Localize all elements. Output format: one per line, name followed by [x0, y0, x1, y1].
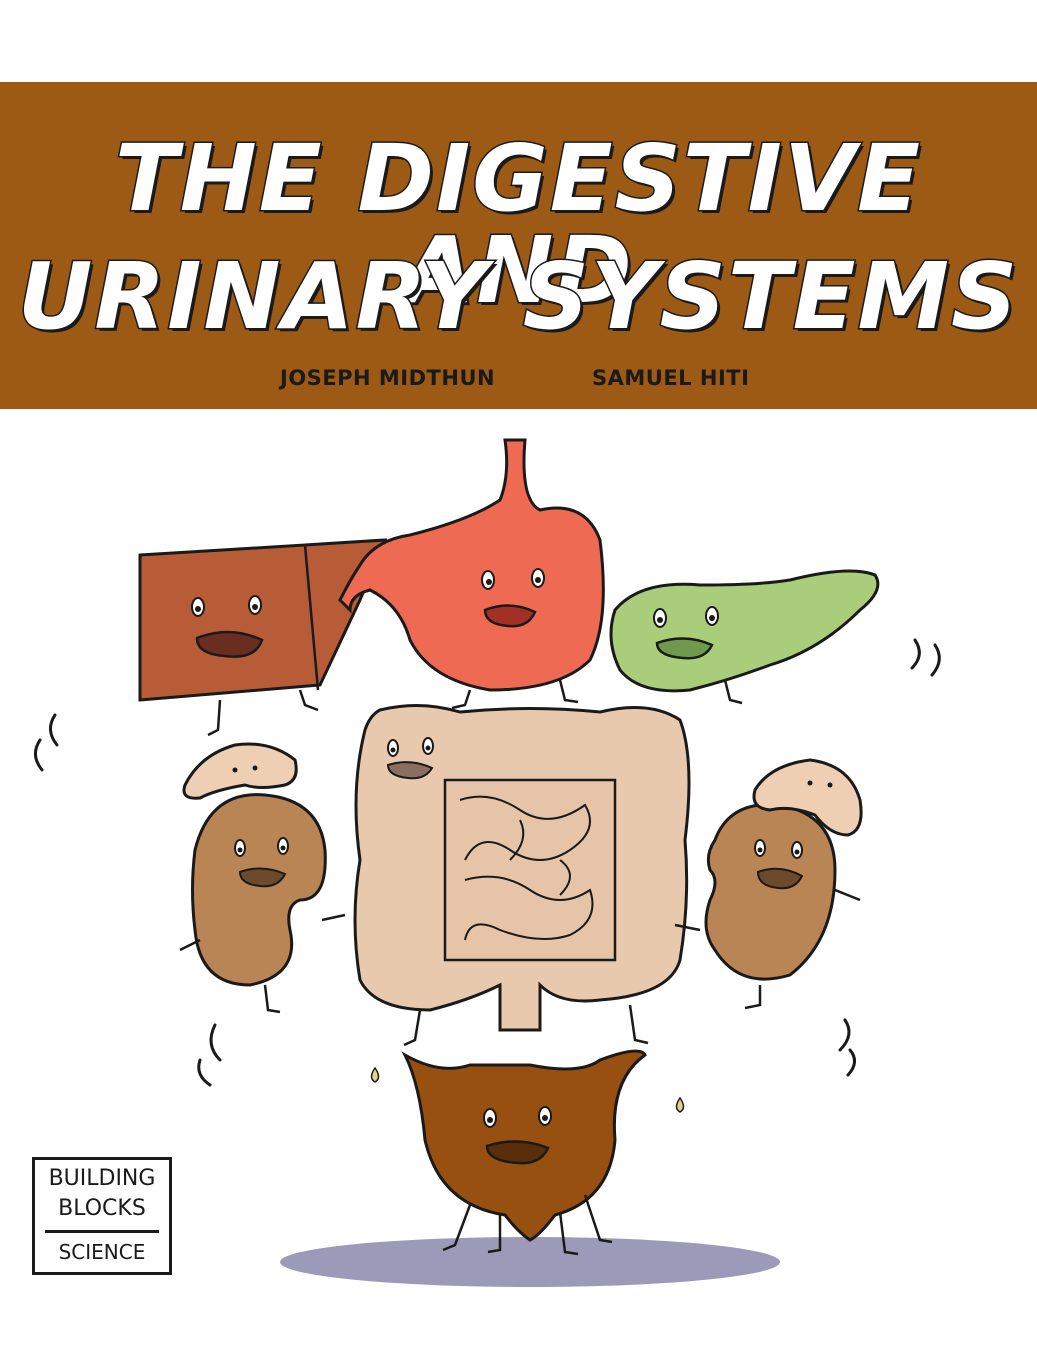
- adrenal-icon: [752, 758, 863, 837]
- title-line-2: URINARY SYSTEMS: [16, 243, 1020, 350]
- stomach-icon: [338, 438, 605, 710]
- pancreas-icon: [609, 569, 880, 705]
- title-line-1: THE DIGESTIVE AND: [114, 125, 922, 324]
- adrenal-icon: [182, 742, 298, 800]
- series-line-1: BUILDING: [48, 1166, 156, 1191]
- bladder-icon: [370, 1049, 685, 1256]
- series-logo: BUILDING BLOCKS SCIENCE: [32, 1157, 172, 1275]
- series-line-3: SCIENCE: [58, 1240, 146, 1264]
- kidney-icon: [179, 793, 346, 1014]
- author-name: JOSEPH MIDTHUN: [280, 366, 496, 390]
- kidney-icon: [674, 802, 861, 1010]
- liver-icon: [138, 538, 388, 737]
- bladder-shadow: [280, 1237, 780, 1287]
- title-banner: [0, 82, 1037, 409]
- illustrator-name: SAMUEL HITI: [592, 366, 750, 390]
- cover-illustration: [34, 438, 941, 1287]
- series-line-2: BLOCKS: [58, 1196, 146, 1221]
- intestines-icon: [353, 704, 691, 1047]
- series-divider: [45, 1230, 159, 1233]
